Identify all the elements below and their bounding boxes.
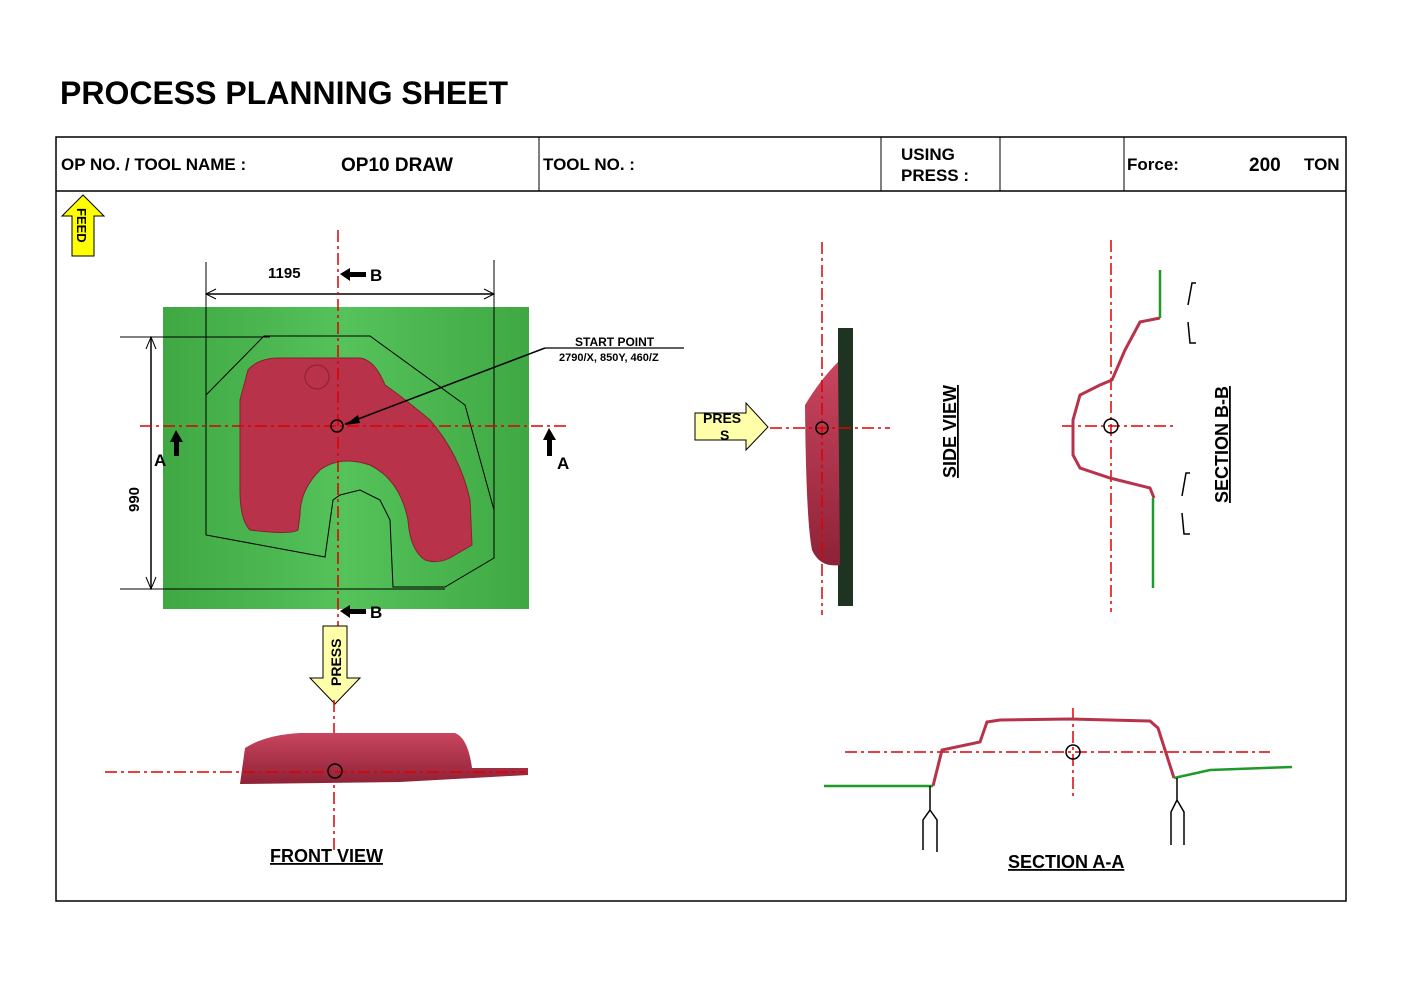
svg-text:A: A <box>154 451 166 470</box>
sheet-frame <box>55 136 1347 902</box>
height-dimension: 990 <box>126 487 143 512</box>
svg-text:S: S <box>720 427 729 443</box>
side-view-label: SIDE VIEW <box>940 385 960 478</box>
front-view-label: FRONT VIEW <box>270 846 383 866</box>
force-label: Force: <box>1127 155 1179 174</box>
feed-label: FEED <box>74 208 89 243</box>
section-a-arrow-left: A <box>154 430 183 470</box>
svg-text:B: B <box>370 266 382 285</box>
press-label: PRESS <box>328 639 344 686</box>
start-point-label: START POINT <box>575 335 655 349</box>
width-dimension: 1195 <box>268 265 301 282</box>
section-bb-profile <box>1071 316 1161 499</box>
side-view-die <box>838 328 853 606</box>
tool-label: TOOL NO. : <box>543 155 635 174</box>
section-b-arrow-bottom: B <box>340 603 382 622</box>
svg-text:A: A <box>557 454 569 473</box>
feed-arrow-icon: FEED <box>60 194 106 257</box>
press-label-2: PRESS : <box>901 166 969 185</box>
op-value: OP10 DRAW <box>341 155 453 176</box>
page-title: PROCESS PLANNING SHEET <box>60 75 509 111</box>
drawn-part <box>239 357 473 563</box>
force-unit: TON <box>1304 155 1340 174</box>
bb-tool-marks <box>1181 282 1196 535</box>
section-a-arrow-right: A <box>543 428 569 473</box>
side-press-arrow-icon: PRES S <box>694 401 769 452</box>
op-label: OP NO. / TOOL NAME : <box>61 155 246 174</box>
section-aa-label: SECTION A-A <box>1008 852 1124 872</box>
front-view-part <box>240 733 528 784</box>
start-point-coords: 2790/X, 850Y, 460/Z <box>559 352 659 364</box>
press-arrow-icon: PRESS <box>308 625 362 705</box>
section-aa-profile <box>931 717 1176 787</box>
side-view-part <box>805 362 840 566</box>
force-value: 200 <box>1249 155 1281 176</box>
svg-text:PRES: PRES <box>703 410 741 426</box>
svg-text:B: B <box>370 603 382 622</box>
press-label-1: USING <box>901 145 955 164</box>
aa-tool-marks <box>922 778 1185 852</box>
section-b-arrow-top: B <box>340 266 382 285</box>
section-bb-label: SECTION B-B <box>1212 386 1232 503</box>
